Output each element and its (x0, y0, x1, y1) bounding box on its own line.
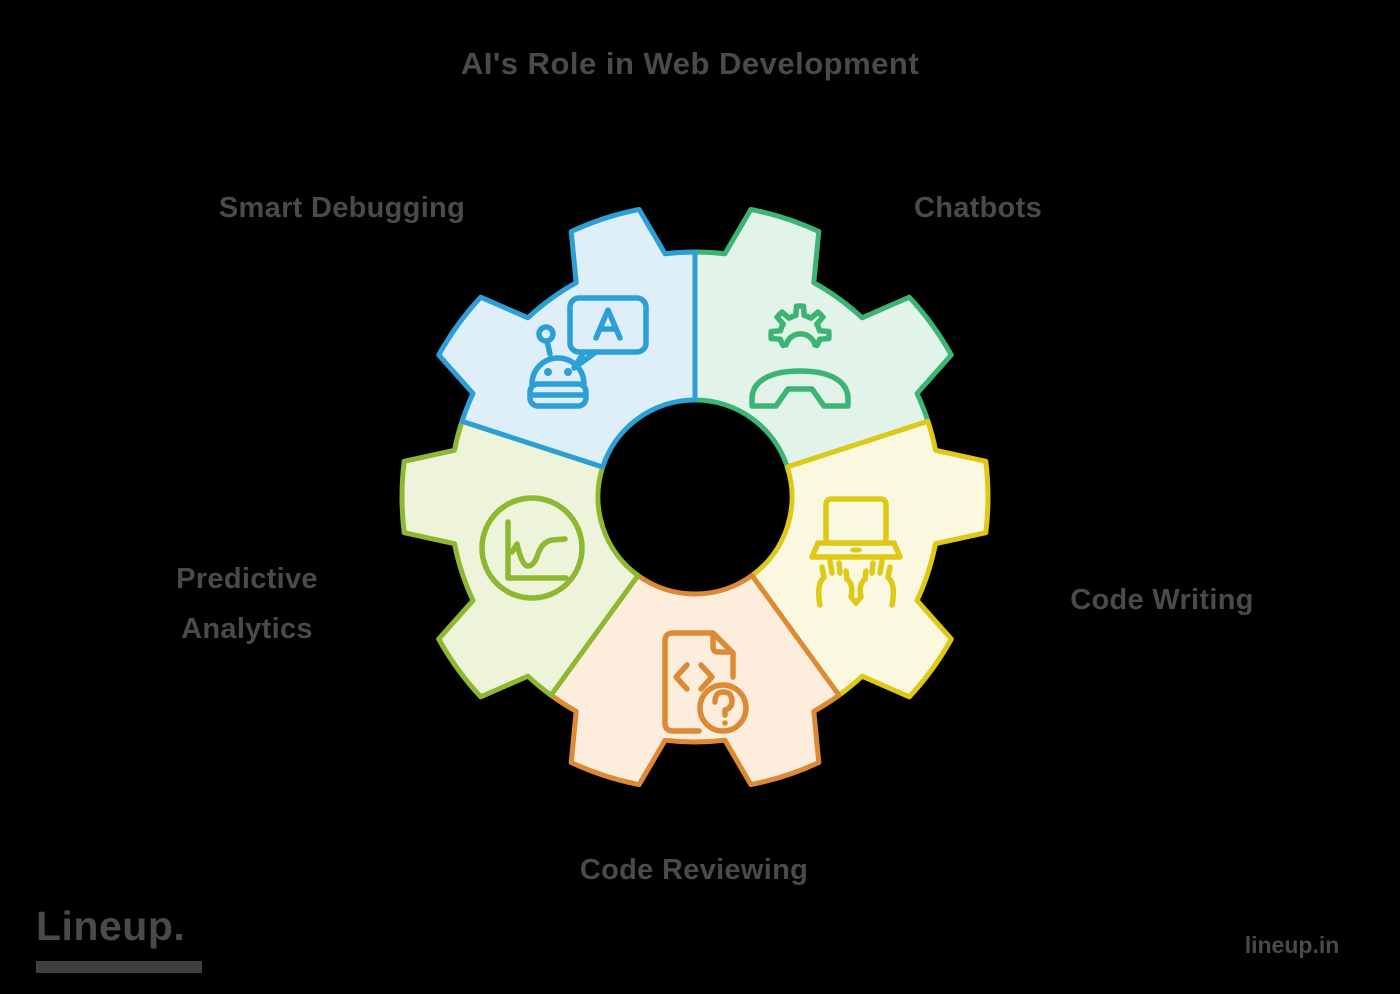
website-text: lineup.in (1244, 932, 1340, 958)
label-predictive-analytics: Predictive Analytics (97, 554, 397, 654)
gear-segments (399, 206, 991, 788)
label-predictive-line1: Predictive (176, 563, 318, 595)
label-chatbots: Chatbots (913, 192, 1043, 224)
gear-segment-code-reviewing (548, 573, 842, 788)
lineup-logo: Lineup. (36, 903, 186, 949)
robot-chat-icon (527, 295, 649, 409)
label-smart-debugging: Smart Debugging (218, 192, 466, 224)
label-code-reviewing: Code Reviewing (579, 854, 809, 886)
laptop-typing-icon (809, 496, 903, 608)
gear-hand-icon (749, 303, 851, 409)
code-document-question-icon (662, 630, 749, 734)
lineup-logo-underline (36, 961, 202, 973)
label-predictive-line2: Analytics (181, 613, 313, 645)
diagram-title: AI's Role in Web Development (460, 46, 920, 81)
line-chart-circle-icon (479, 495, 585, 601)
label-code-writing: Code Writing (1070, 584, 1254, 616)
gear-segment-smart-debugging (436, 206, 698, 470)
